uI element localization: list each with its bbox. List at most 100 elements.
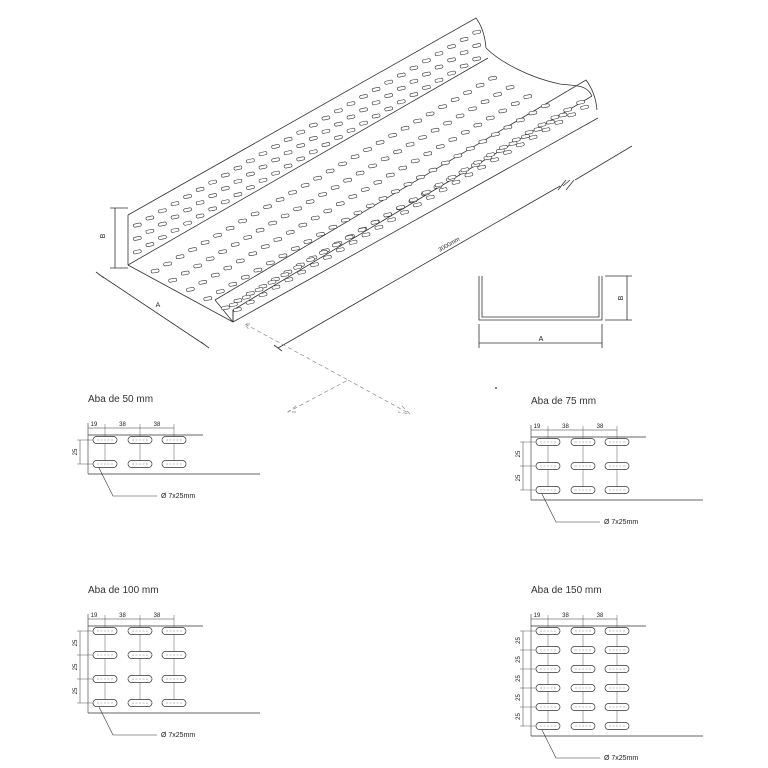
tray-slot (400, 209, 409, 215)
tray-slot (298, 222, 308, 228)
tray-slot (286, 229, 295, 235)
tray-slot (225, 225, 235, 231)
tray-slot (438, 104, 447, 110)
top-dim-value: 19 (534, 424, 541, 430)
tray-slot (384, 106, 393, 112)
tray-slot (305, 199, 315, 205)
tray-slot (233, 165, 243, 171)
tray-slot (145, 228, 155, 234)
tray-slot (213, 232, 222, 238)
tray-slot (258, 151, 268, 157)
tray-slot (398, 165, 408, 171)
tray-slot (397, 72, 406, 78)
tray-slot (246, 299, 255, 305)
hole-size-label: Ø 7x25mm (604, 755, 638, 762)
tray-slot (200, 240, 210, 245)
tray-slot (359, 94, 368, 99)
tray-slot (422, 189, 431, 195)
tray-slot (218, 249, 227, 255)
tray-slot (297, 269, 306, 275)
tray-slot (464, 172, 474, 178)
tray-slot (563, 107, 572, 113)
tray-slot (447, 70, 456, 76)
tray-slot (447, 57, 456, 63)
dashed-axes (244, 323, 412, 415)
tray-slot (384, 79, 393, 85)
tray-slot (291, 246, 300, 251)
tray-slot (158, 221, 167, 227)
tray-slot (426, 194, 435, 200)
tray-slot (453, 153, 463, 159)
tray-slot (328, 224, 338, 230)
tray-slot (273, 237, 283, 242)
tray-slot (133, 222, 142, 228)
tray-slot (243, 235, 252, 240)
tray-slot (228, 281, 238, 287)
tray-slot (430, 127, 440, 133)
tray-slot (346, 127, 356, 133)
top-dim-value: 19 (534, 613, 541, 619)
tray-slot (170, 227, 180, 233)
tray-slot (371, 87, 381, 92)
tray-slot (413, 202, 422, 208)
tray-slot (246, 291, 255, 296)
tray-slot (558, 112, 568, 118)
tray-slot (309, 136, 318, 141)
tray-front-floor-edge (127, 264, 234, 323)
tray-slot (380, 156, 390, 162)
tray-slot (323, 208, 333, 214)
tray-slot (387, 217, 396, 223)
iso-width-label: A (155, 302, 160, 309)
tray-slot (188, 247, 197, 252)
section-width-label: A (539, 336, 544, 343)
section-height-dim (605, 275, 632, 321)
tray-slot (441, 160, 450, 166)
tray-right-front-edge (214, 299, 234, 323)
tray-slot (303, 239, 313, 244)
tray-slot (254, 287, 264, 293)
tray-slot (233, 307, 242, 313)
tray-slot (393, 149, 402, 155)
tray-slot (355, 170, 365, 176)
tray-slot (336, 247, 345, 253)
tray-slot (283, 163, 293, 169)
tray-slot (195, 187, 205, 192)
tray-slot (296, 129, 305, 135)
tray-slot (528, 134, 538, 140)
tray-slot (383, 212, 392, 218)
tray-slot (374, 224, 384, 230)
tray-slot (418, 135, 427, 140)
tray-slot (158, 208, 167, 214)
tray-slot (163, 261, 172, 267)
side-dim-value: 25 (73, 687, 79, 694)
top-dim-value: 19 (91, 422, 98, 428)
top-dim-value: 38 (562, 613, 569, 619)
tray-slot (378, 196, 388, 201)
tray-slot (461, 129, 470, 135)
hole-size-label: Ø 7x25mm (604, 519, 638, 526)
tray-slot (554, 119, 564, 125)
tray-slot (183, 207, 192, 213)
tray-slot (258, 177, 268, 183)
tray-slot (521, 134, 530, 139)
tray-slot (186, 287, 195, 292)
tray-slot (280, 272, 290, 278)
tray-slot (236, 258, 245, 264)
tray-slot (150, 268, 160, 274)
detail-title: Aba de 50 mm (88, 394, 153, 405)
tray-slot (321, 142, 331, 147)
tray-slot (472, 43, 481, 48)
isometric-cable-tray-view (95, 17, 633, 352)
tray-slot (472, 29, 481, 35)
tray-slot (386, 172, 395, 178)
tray-slot (516, 142, 525, 148)
tray-slot (271, 284, 281, 290)
tray-slot (334, 108, 343, 114)
tray-slot (246, 158, 255, 164)
tray-slot (361, 232, 371, 238)
tray-slot (334, 135, 343, 140)
tray-slot (348, 239, 358, 245)
